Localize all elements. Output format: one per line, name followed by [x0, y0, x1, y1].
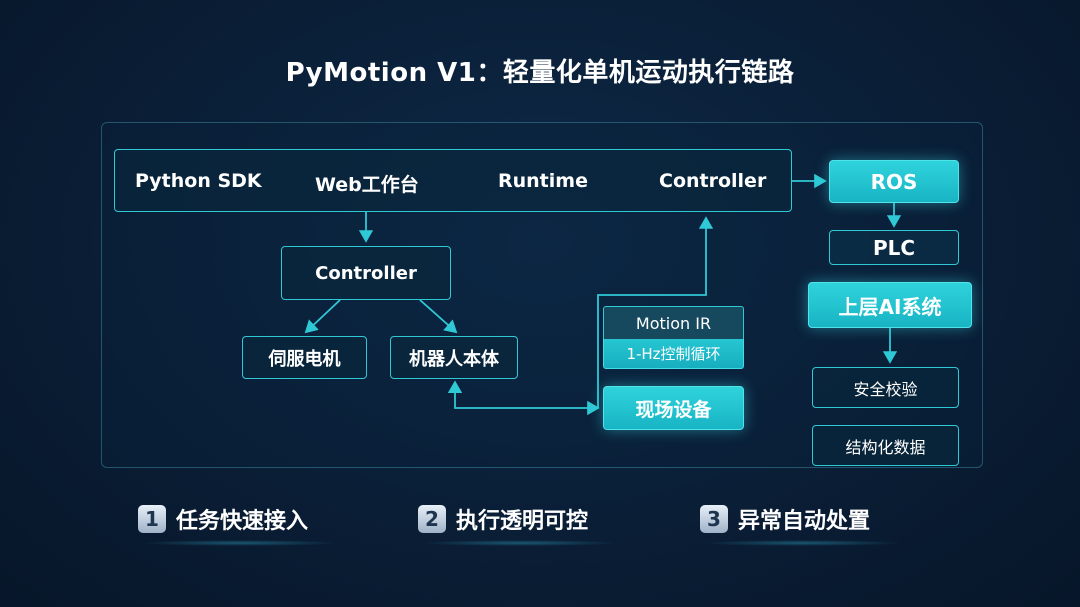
servo-motor-node: 伺服电机 [242, 336, 367, 379]
feature-2-glow [420, 540, 620, 546]
arrow-controller-to-robot [419, 299, 458, 334]
structured-data-node: 结构化数据 [812, 425, 959, 466]
controller-node: Controller [281, 246, 451, 300]
safety-check-node: 安全校验 [812, 367, 959, 408]
feature-1-label: 任务快速接入 [176, 509, 309, 534]
runtime-label: Runtime [498, 170, 588, 192]
number-3-badge: 3 [700, 505, 728, 533]
field-device-node: 现场设备 [603, 386, 744, 430]
web-workbench-label: Web工作台 [315, 174, 419, 196]
feature-3-glow [702, 540, 902, 546]
controller-top-label: Controller [659, 170, 767, 192]
page-title: PyMotion V1：轻量化单机运动执行链路 [285, 58, 795, 88]
number-2-badge: 2 [418, 505, 446, 533]
feature-2-label: 执行透明可控 [456, 509, 589, 534]
feature-3: 3 异常自动处置 [700, 503, 870, 535]
motion-ir-label: Motion IR [603, 306, 744, 339]
plc-node: PLC [829, 230, 959, 265]
feature-3-label: 异常自动处置 [738, 509, 871, 534]
robot-body-node: 机器人本体 [390, 336, 518, 379]
number-1-badge: 1 [138, 505, 166, 533]
upper-ai-node: 上层AI系统 [808, 282, 972, 328]
python-sdk-label: Python SDK [135, 170, 262, 192]
control-loop-label: 1-Hz控制循环 [603, 339, 744, 369]
arrow-field-to-controller [597, 216, 714, 408]
feature-1: 1 任务快速接入 [138, 503, 308, 535]
top-bar [114, 149, 792, 212]
arrow-robot-field-bidirectional [447, 380, 600, 416]
feature-2: 2 执行透明可控 [418, 503, 588, 535]
ros-node: ROS [829, 160, 959, 203]
arrow-controller-to-servo [304, 299, 341, 334]
feature-1-glow [140, 540, 340, 546]
